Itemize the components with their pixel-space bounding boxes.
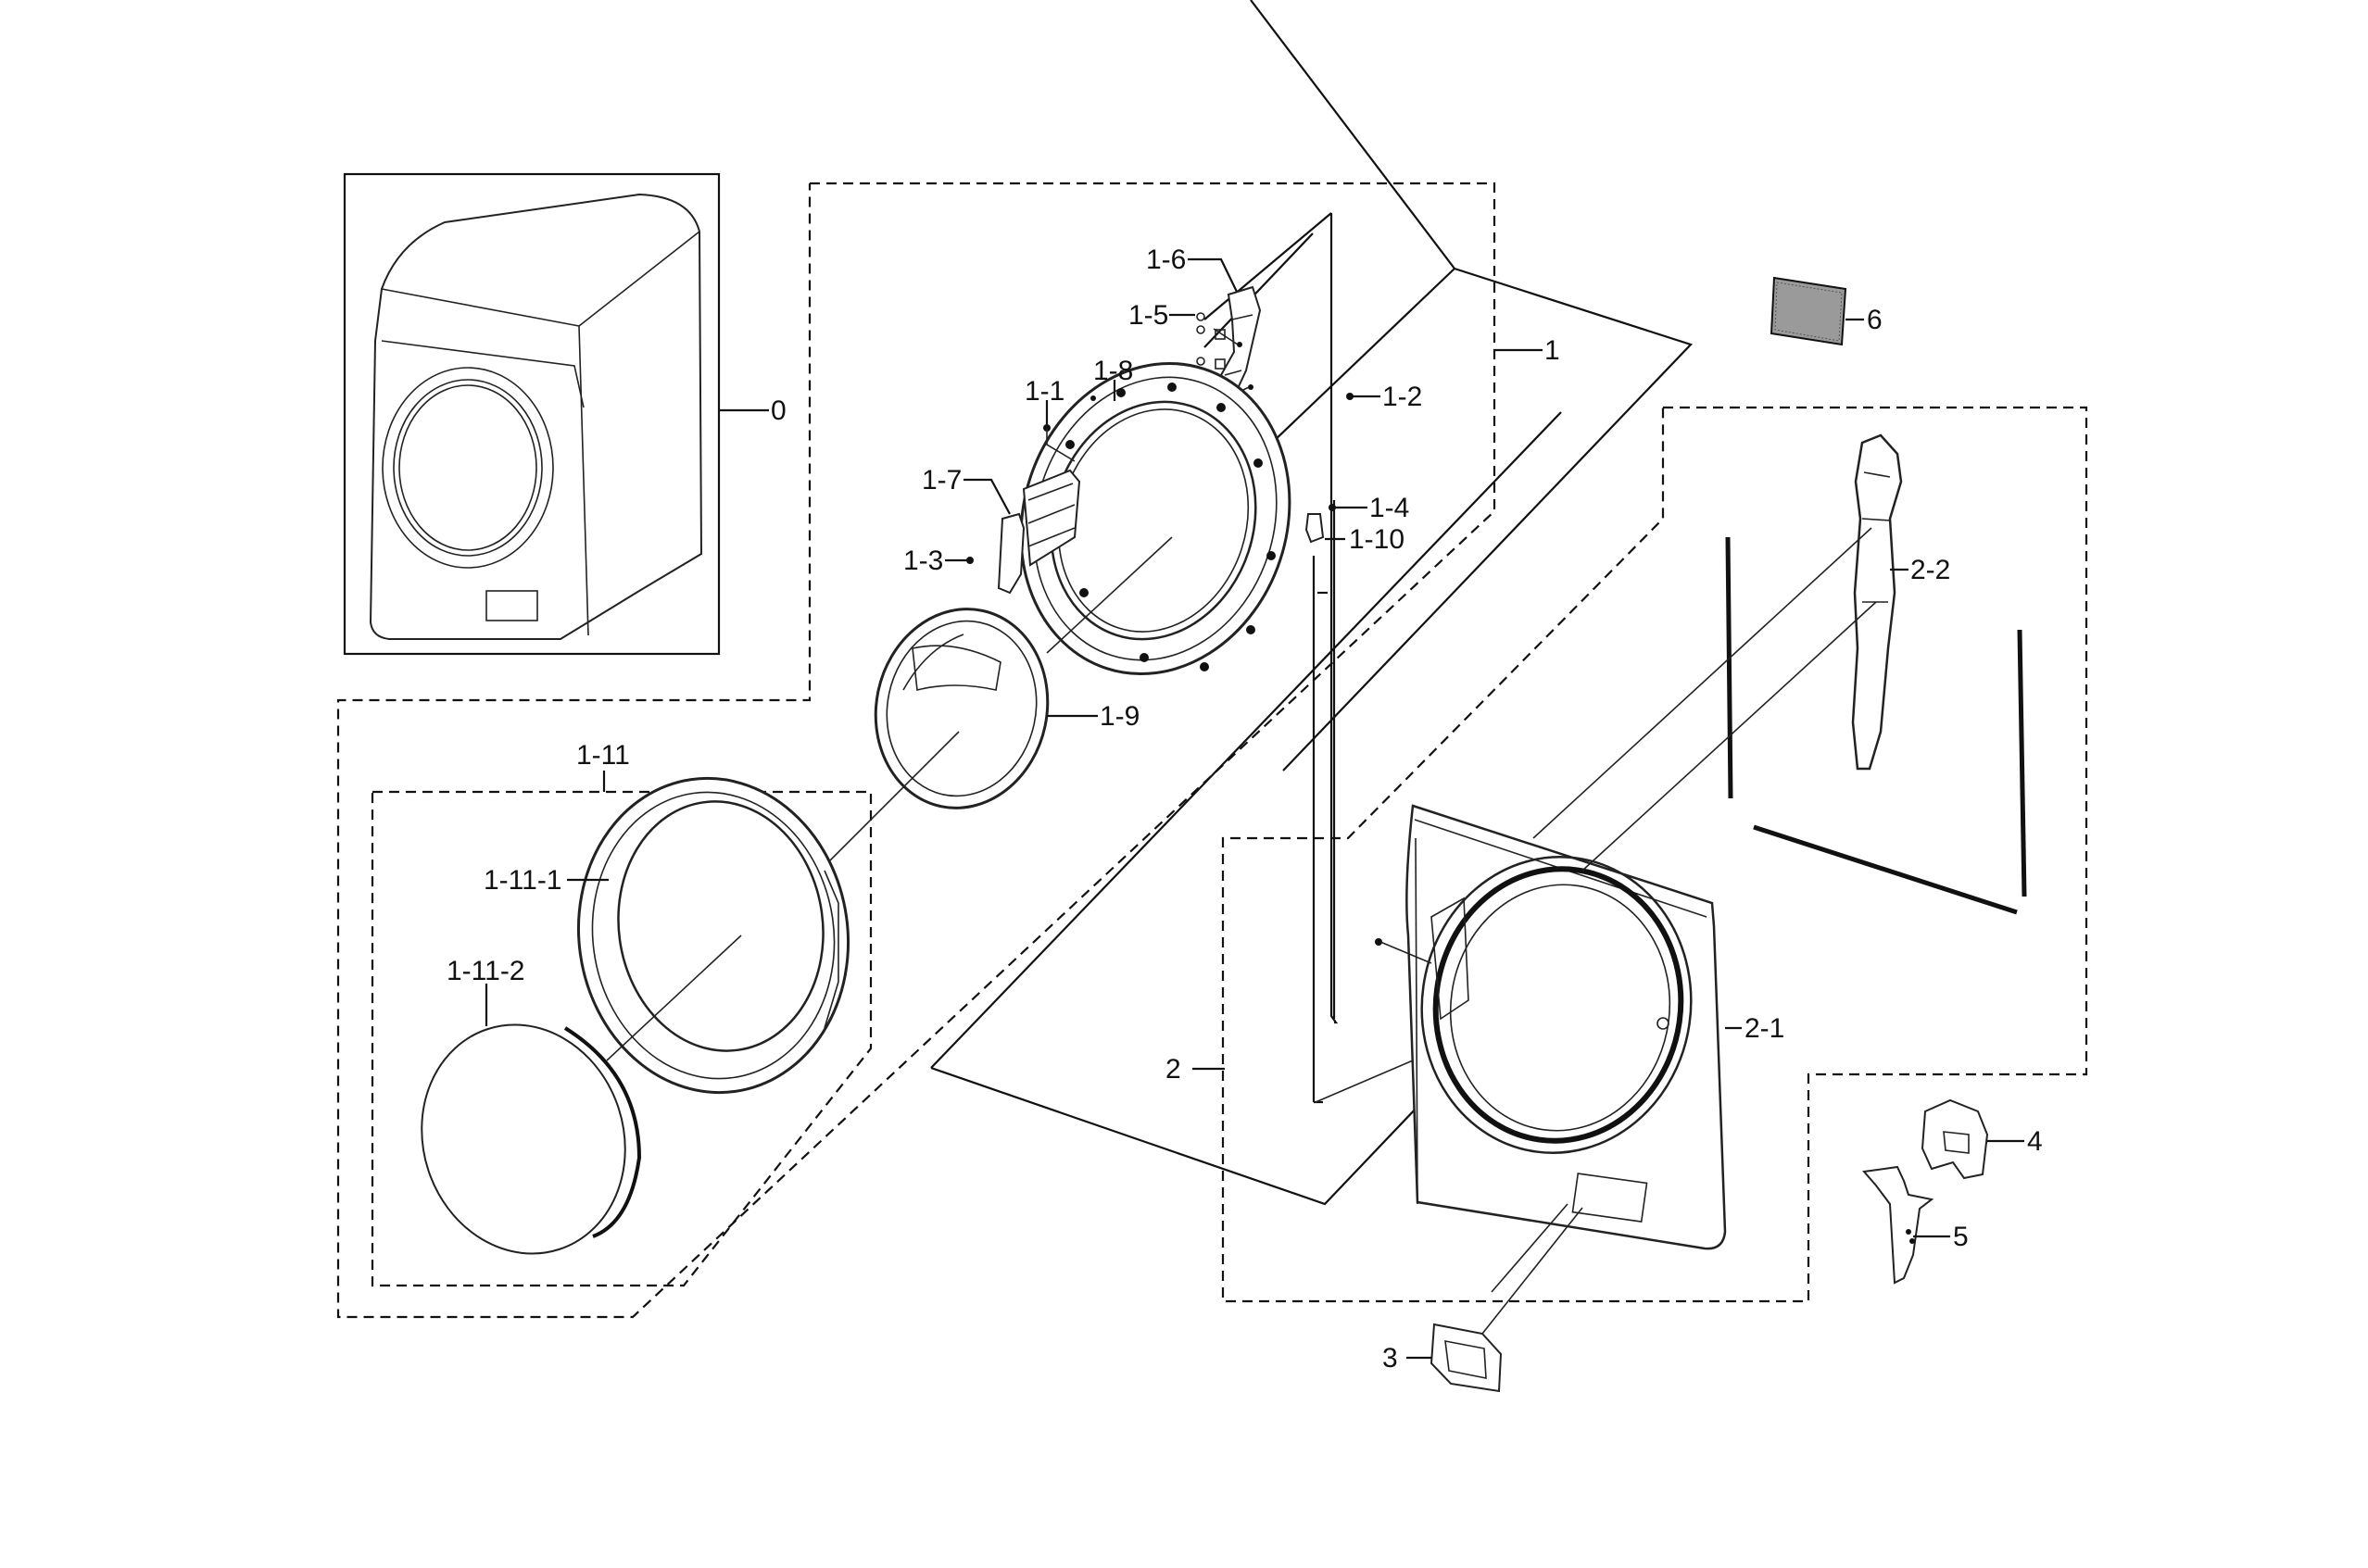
part-6-filter-pad	[1770, 276, 1847, 346]
label-1-9: 1-9	[1100, 701, 1140, 732]
label-2: 2	[1165, 1054, 1181, 1085]
group-1-11-boundary	[371, 790, 873, 1287]
label-1: 1	[1544, 335, 1560, 366]
group-1-boundary	[336, 182, 1496, 1319]
label-1-1: 1-1	[1025, 376, 1064, 407]
part-3-bracket	[1430, 1323, 1503, 1393]
part-5-hinge-mount	[1862, 1165, 1934, 1285]
label-5: 5	[1953, 1222, 1969, 1252]
part-1-11-2-door-glass	[421, 1023, 642, 1255]
label-1-11-2: 1-11-2	[447, 956, 525, 986]
label-1-2: 1-2	[1382, 382, 1422, 412]
label-1-10: 1-10	[1349, 524, 1404, 555]
group-2-boundary	[1221, 406, 2088, 1303]
label-2-2: 2-2	[1910, 555, 1950, 585]
part-1-9-door-glass-bowl	[874, 608, 1050, 809]
label-1-7: 1-7	[922, 465, 962, 495]
label-1-6: 1-6	[1146, 245, 1186, 275]
rails	[1725, 536, 2027, 915]
part-1-4-1-10-hook	[1304, 504, 1367, 544]
label-1-3: 1-3	[903, 546, 943, 576]
label-2-1: 2-1	[1745, 1013, 1784, 1044]
group-0-frame	[343, 172, 721, 656]
label-1-11-1: 1-11-1	[484, 865, 562, 896]
label-3: 3	[1382, 1343, 1398, 1374]
assembly-0-complete-machine: 0	[343, 172, 787, 656]
label-1-4: 1-4	[1369, 493, 1409, 523]
part-1-7-hinge	[997, 424, 1081, 595]
label-1-5: 1-5	[1128, 300, 1168, 331]
hinge-guide-lines	[1203, 212, 1339, 1104]
label-4: 4	[2027, 1126, 2043, 1157]
label-1-8: 1-8	[1093, 356, 1133, 386]
group-1-leader-frame	[1282, 267, 1694, 771]
label-1-11: 1-11	[576, 740, 630, 771]
label-6: 6	[1867, 305, 1883, 335]
part-2-2-side-strip	[1851, 433, 1903, 771]
part-2-1-front-panel	[1375, 804, 1727, 1250]
part-1-11-1-outer-door-ring	[576, 776, 850, 1095]
part-4-hinge-cover	[1921, 1098, 1989, 1180]
label-0: 0	[771, 395, 787, 426]
